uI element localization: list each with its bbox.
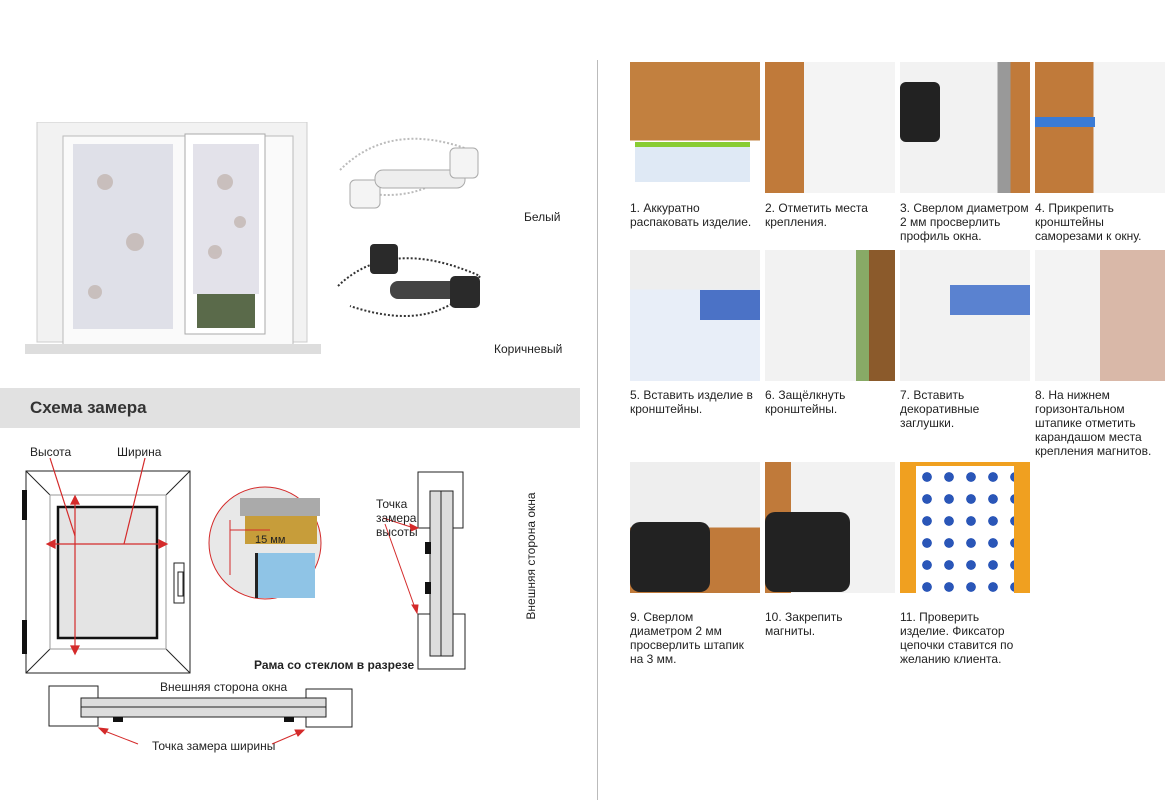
step-2-photo xyxy=(765,62,895,193)
outer-side-vertical-label: Внешняя сторона окна xyxy=(524,492,538,620)
step-1-caption: 1. Аккуратно распаковать изделие. xyxy=(630,201,752,229)
step-11-caption: 11. Проверить изделие. Фиксатор цепочки … xyxy=(900,610,1014,666)
step-10-photo xyxy=(765,462,895,593)
step-9-caption: 9. Сверлом диаметром 2 мм просверлить шт… xyxy=(630,610,744,666)
window-photo xyxy=(25,121,321,356)
white-label: Белый xyxy=(524,210,561,224)
scheme-title: Схема замера xyxy=(30,398,147,417)
measurement-diagram xyxy=(22,457,466,745)
step-8-photo xyxy=(1035,250,1165,381)
height-label: Высота xyxy=(30,445,72,459)
step-6-caption: 6. Защёлкнуть кронштейны. xyxy=(765,388,846,416)
width-point-label: Точка замера ширины xyxy=(152,739,276,753)
step-7-caption: 7. Вставить декоративные заглушки. xyxy=(900,388,980,430)
step-5-caption: 5. Вставить изделие в кронштейны. xyxy=(630,388,753,416)
step-8-caption: 8. На нижнем горизонтальном штапике отме… xyxy=(1035,388,1152,458)
step-6-photo xyxy=(765,250,895,381)
brown-label: Коричневый xyxy=(494,342,563,356)
section-title: Рама со стеклом в разрезе xyxy=(254,658,415,672)
step-4-photo xyxy=(1035,62,1165,193)
white-chain-mechanism-image xyxy=(330,130,495,230)
step-7-photo xyxy=(900,250,1030,381)
step-9-photo xyxy=(630,462,760,593)
width-label: Ширина xyxy=(117,445,162,459)
column-divider xyxy=(597,60,598,800)
step-4-caption: 4. Прикрепить кронштейны саморезами к ок… xyxy=(1035,201,1142,243)
step-3-caption: 3. Сверлом диаметром 2 мм просверлить пр… xyxy=(900,201,1029,243)
section-header-bar xyxy=(0,388,580,428)
step-10-caption: 10. Закрепить магниты. xyxy=(765,610,843,638)
outer-side-horizontal-label: Внешняя сторона окна xyxy=(160,680,288,694)
step-11-photo xyxy=(900,462,1030,593)
step-1-photo xyxy=(630,62,760,193)
height-point-label: Точка замера высоты xyxy=(376,497,418,539)
step-5-photo xyxy=(630,250,760,381)
offset-label: 15 мм xyxy=(255,534,286,546)
step-2-caption: 2. Отметить места крепления. xyxy=(765,201,868,229)
brown-chain-mechanism-image xyxy=(330,236,495,341)
step-3-photo xyxy=(900,62,1030,193)
